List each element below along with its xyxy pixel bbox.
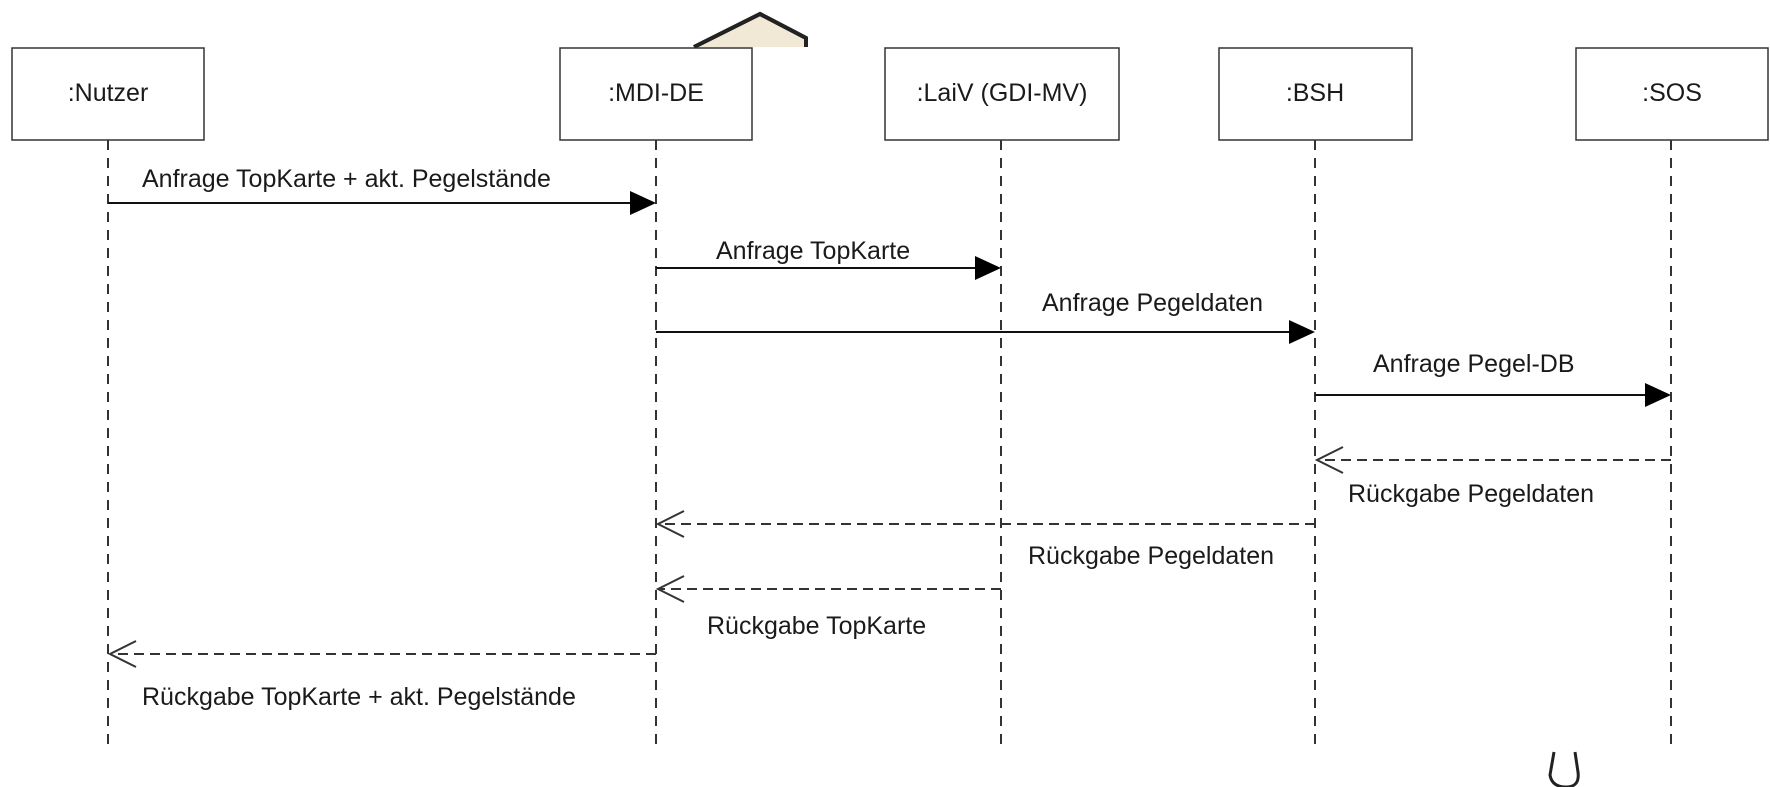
participant-nutzer: :Nutzer	[11, 47, 205, 141]
arrow-head	[655, 575, 685, 603]
arrow-head	[1314, 446, 1344, 474]
participant-bsh: :BSH	[1218, 47, 1413, 141]
message-label: Rückgabe TopKarte	[707, 612, 926, 640]
decorative-artifact-top	[693, 11, 808, 49]
arrow-head	[1645, 383, 1671, 407]
participant-box	[884, 47, 1120, 141]
participant-laiv: :LaiV (GDI-MV)	[884, 47, 1120, 141]
message-label: Anfrage TopKarte + akt. Pegelstände	[142, 165, 551, 193]
message-label: Rückgabe TopKarte + akt. Pegelstände	[142, 683, 576, 711]
message-request-topkarte-pegelstaende: Anfrage TopKarte + akt. Pegelstände	[108, 165, 656, 215]
participant-sos: :SOS	[1575, 47, 1769, 141]
message-return-pegeldaten-sos: Rückgabe Pegeldaten	[1314, 446, 1671, 508]
decorative-artifact-bottom	[1548, 751, 1580, 787]
arrow-head	[975, 256, 1001, 280]
participant-label: :LaiV (GDI-MV)	[917, 79, 1088, 107]
message-label: Anfrage TopKarte	[716, 237, 910, 265]
participant-label: :MDI-DE	[608, 79, 704, 107]
arrow-head	[630, 191, 656, 215]
participant-box	[1218, 47, 1413, 141]
message-request-pegel-db: Anfrage Pegel-DB	[1315, 350, 1671, 407]
arrow-head	[1289, 320, 1315, 344]
message-label: Anfrage Pegel-DB	[1373, 350, 1575, 378]
message-request-pegeldaten: Anfrage Pegeldaten	[656, 289, 1315, 344]
participant-label: :Nutzer	[68, 79, 149, 107]
arrow-head	[107, 640, 137, 668]
message-return-topkarte: Rückgabe TopKarte	[655, 575, 1001, 640]
participant-box	[11, 47, 205, 141]
participant-label: :SOS	[1642, 79, 1702, 107]
message-return-pegeldaten-bsh: Rückgabe Pegeldaten	[655, 510, 1315, 570]
participant-label: :BSH	[1286, 79, 1344, 107]
message-request-topkarte: Anfrage TopKarte	[656, 237, 1001, 280]
participant-box	[559, 47, 753, 141]
message-label: Rückgabe Pegeldaten	[1348, 480, 1594, 508]
message-return-topkarte-pegelstaende: Rückgabe TopKarte + akt. Pegelstände	[107, 640, 656, 711]
participant-mdi-de: :MDI-DE	[559, 47, 753, 141]
participant-box	[1575, 47, 1769, 141]
arrow-head	[655, 510, 685, 538]
message-label: Anfrage Pegeldaten	[1042, 289, 1263, 317]
message-label: Rückgabe Pegeldaten	[1028, 542, 1274, 570]
